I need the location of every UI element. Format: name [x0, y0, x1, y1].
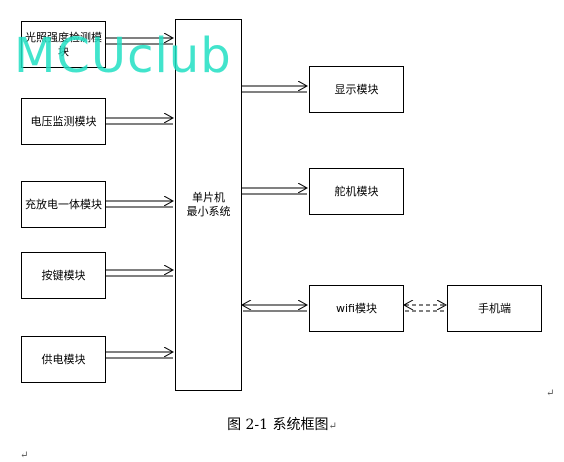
mcu-box: 单片机 最小系统: [175, 19, 242, 391]
arrow-dashed-phone: [405, 305, 446, 312]
key-module-label: 按键模块: [41, 268, 86, 282]
light-sensor-module-box: 光照强度检测模块: [21, 21, 106, 68]
power-module-label: 供电模块: [41, 352, 86, 366]
mcu-label-line2: 最小系统: [186, 205, 231, 218]
servo-module-label: 舵机模块: [334, 184, 379, 198]
display-module-box: 显示模块: [309, 66, 404, 113]
arrow-input-charge: [105, 201, 173, 208]
arrow-output-servo: [242, 188, 307, 195]
light-sensor-module-label: 光照强度检测模块: [25, 30, 102, 58]
voltage-monitor-module-box: 电压监测模块: [21, 98, 106, 145]
key-module-box: 按键模块: [21, 252, 106, 299]
arrow-input-power: [105, 352, 173, 359]
phone-label: 手机端: [478, 301, 511, 315]
voltage-monitor-module-label: 电压监测模块: [30, 114, 97, 128]
arrow-output-display: [242, 86, 307, 93]
figure-caption-text: 图 2-1 系统框图: [227, 417, 329, 433]
wifi-module-label: wifi模块: [336, 301, 377, 315]
phone-box: 手机端: [447, 285, 542, 332]
arrow-bidir-wifi: [243, 305, 307, 312]
pilcrow-mark-right: ↵: [546, 388, 555, 399]
figure-caption: 图 2-1 系统框图↵: [0, 414, 564, 434]
arrow-input-voltage: [105, 118, 173, 125]
display-module-label: 显示模块: [334, 82, 379, 96]
servo-module-box: 舵机模块: [309, 168, 404, 215]
power-module-box: 供电模块: [21, 336, 106, 383]
charge-module-box: 充放电一体模块: [21, 181, 106, 228]
charge-module-label: 充放电一体模块: [25, 197, 102, 211]
arrow-input-light: [105, 38, 173, 45]
mcu-label-line1: 单片机: [192, 191, 225, 204]
wifi-module-box: wifi模块: [309, 285, 404, 332]
caption-pilcrow: ↵: [328, 421, 337, 432]
arrow-input-key: [105, 270, 173, 277]
pilcrow-mark-bottom: ↵: [20, 450, 29, 461]
